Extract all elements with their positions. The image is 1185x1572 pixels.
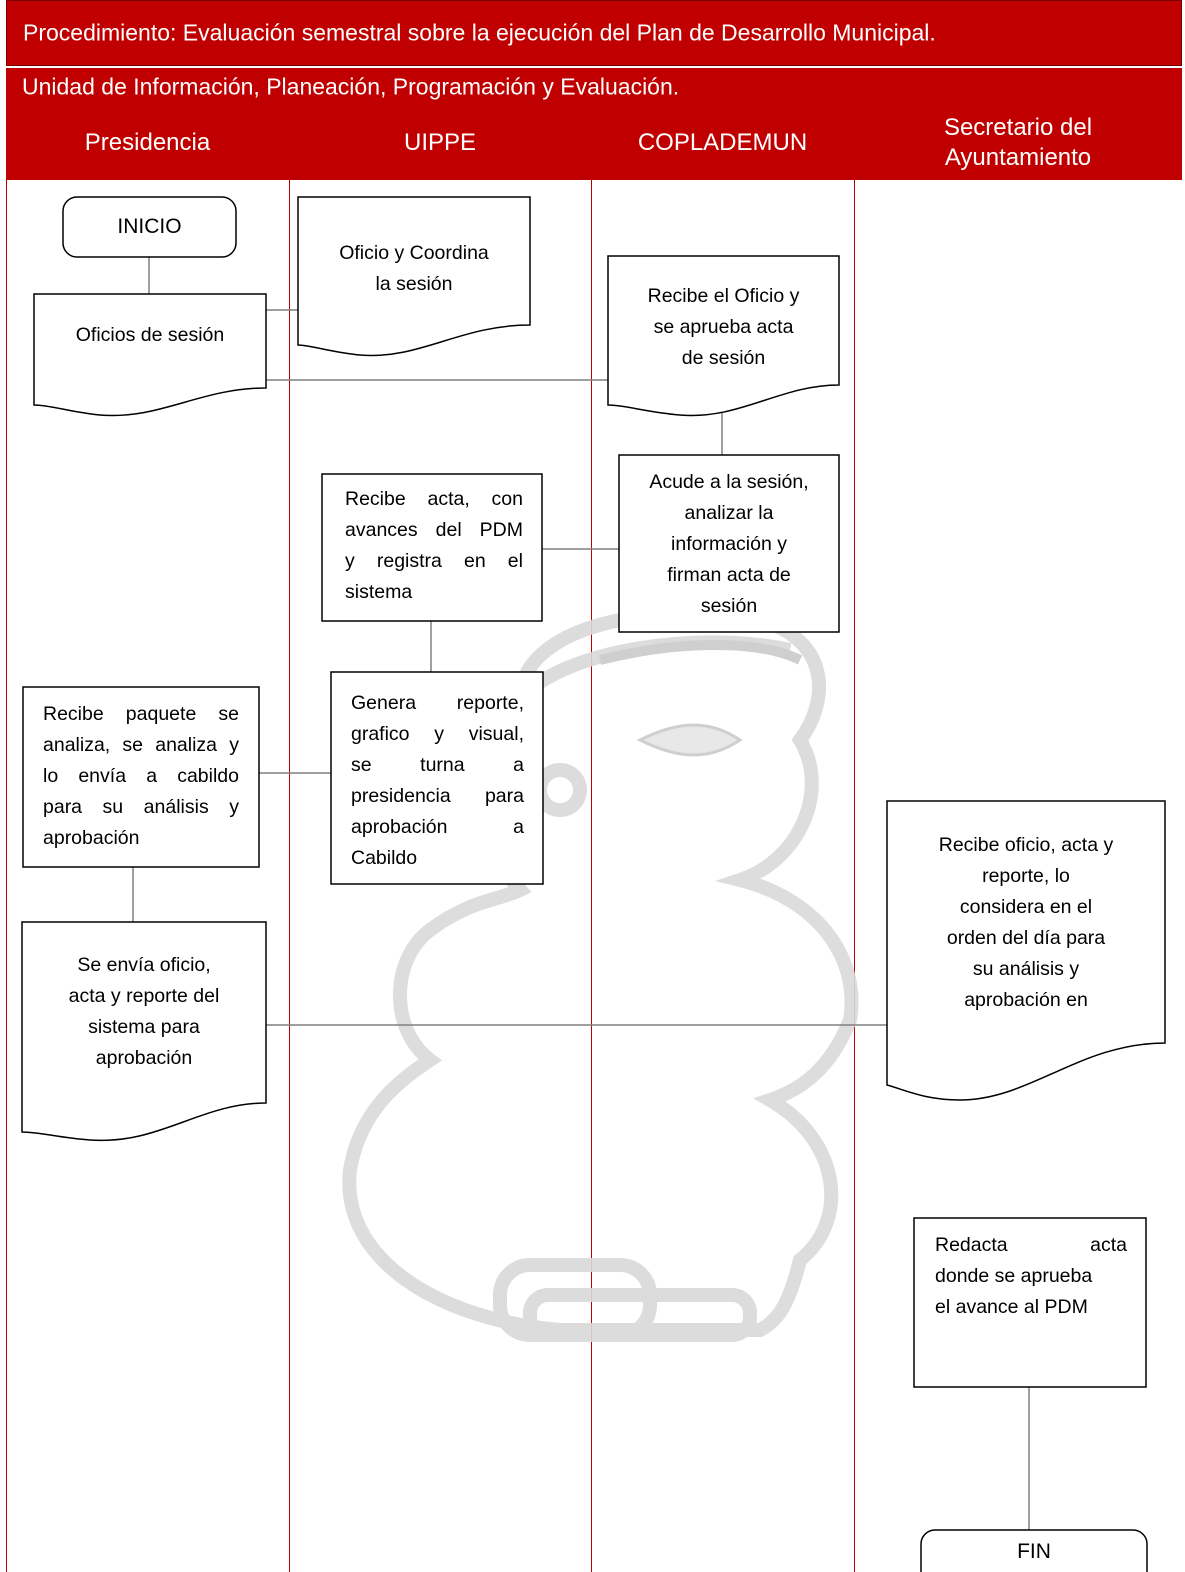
lane-divider [591,106,592,1572]
watermark-eye [636,723,743,757]
lane-label-presidencia: Presidencia [84,129,211,156]
text-line: el avance al PDM [935,1296,1088,1318]
start-terminal [62,196,237,258]
text-line: analizar la [684,502,774,524]
lane-header-secretario: Secretario del Ayuntamiento [854,106,1182,180]
connector-lines [132,257,1030,1530]
text-line: aprobación en [964,989,1088,1011]
lane-label-secretario-line2: Ayuntamiento [944,144,1092,171]
text-line: Oficio y Coordina [339,242,489,264]
oficio-coordina-text: Oficio y Coordina la sesión [298,238,530,300]
text-line: aprobación a [351,816,524,838]
text-line: Acude a la sesión, [649,471,809,493]
lane-header-uippe: UIPPE [289,106,591,180]
text-line: sistema para [88,1016,200,1038]
genera-reporte-text: Genera reporte, grafico y visual, se tur… [351,688,524,874]
text-line: se turna a [351,754,524,776]
text-word: Redacta [935,1234,1008,1256]
procedure-title-band: Procedimiento: Evaluación semestral sobr… [6,0,1182,66]
text-line: Cabildo [351,847,418,869]
recibe-paquete-process [22,686,260,868]
lane-header-presidencia: Presidencia [6,106,289,180]
recibe-acta-text: Recibe acta, con avances del PDM y regis… [345,484,523,608]
recibe-oficio-document [607,255,840,417]
text-line: lo envía a cabildo [43,765,239,787]
watermark-headband [598,640,803,665]
text-line: para su análisis y [43,796,239,818]
envia-oficio-document [21,921,267,1142]
envia-oficio-text: Se envía oficio, acta y reporte del sist… [22,950,266,1074]
text-line: avances del PDM [345,519,523,541]
text-line: información y [671,533,787,555]
text-line: presidencia para [351,785,524,807]
text-line: orden del día para [946,927,1106,949]
text-line: y registra en el [345,550,523,572]
recibe-oficio-acta-document [886,800,1166,1101]
oficio-coordina-document [297,196,531,357]
oficios-sesion-document [33,293,267,417]
text-line: Recibe acta, con [345,488,523,510]
redacta-acta-process [913,1217,1147,1388]
text-line: se aprueba acta [653,316,794,338]
text-line: su análisis y [972,958,1080,980]
acude-sesion-text: Acude a la sesión, analizar la informaci… [619,467,839,622]
text-line: firman acta de [667,564,791,586]
text-line: analiza, se analiza y [43,734,239,756]
recibe-oficio-acta-text: Recibe oficio, acta y reporte, lo consid… [897,830,1155,1016]
redacta-acta-text: Redacta acta donde se aprueba el avance a… [935,1230,1127,1323]
recibe-paquete-text: Recibe paquete se analiza, se analiza y … [43,699,239,854]
text-line: aprobación [43,827,140,849]
lane-label-secretario-line1: Secretario del [943,114,1093,141]
end-label: FIN [1017,1540,1051,1563]
text-line: Genera reporte, [351,692,524,714]
text-line: sistema [345,581,413,603]
text-line: Redacta acta [935,1230,1127,1261]
text-line: Recibe el Oficio y [647,285,800,307]
unit-title-band: Unidad de Información, Planeación, Progr… [6,66,1182,106]
text-line: Recibe paquete se [43,703,239,725]
end-terminal [920,1529,1148,1572]
text-line: grafico y visual, [351,723,524,745]
lane-label-uippe: UIPPE [403,129,477,156]
text-word: acta [1090,1234,1127,1256]
text-line: reporte, lo [982,865,1070,887]
text-line: la sesión [375,273,453,295]
recibe-oficio-text: Recibe el Oficio y se aprueba acta de se… [608,281,839,374]
recibe-acta-process [321,473,543,622]
text-line: Recibe oficio, acta y [938,834,1114,856]
start-label: INICIO [117,215,182,238]
acude-sesion-process [618,454,840,633]
text-line: Se envía oficio, [77,954,211,976]
oficios-sesion-label: Oficios de sesión [75,324,225,346]
unit-title: Unidad de Información, Planeación, Progr… [22,73,680,100]
text-line: donde se aprueba [935,1265,1093,1287]
lane-divider [289,106,290,1572]
procedure-title: Procedimiento: Evaluación semestral sobr… [23,19,936,46]
genera-reporte-process [330,671,544,885]
text-line: sesión [700,595,758,617]
text-line: de sesión [681,347,766,369]
text-line: considera en el [959,896,1093,918]
lane-divider [854,106,855,1572]
text-line: acta y reporte del [68,985,220,1007]
lane-label-coplademun: COPLADEMUN [637,129,808,156]
text-line: aprobación [95,1047,193,1069]
lane-header-coplademun: COPLADEMUN [591,106,854,180]
lane-border-left [6,106,7,1572]
